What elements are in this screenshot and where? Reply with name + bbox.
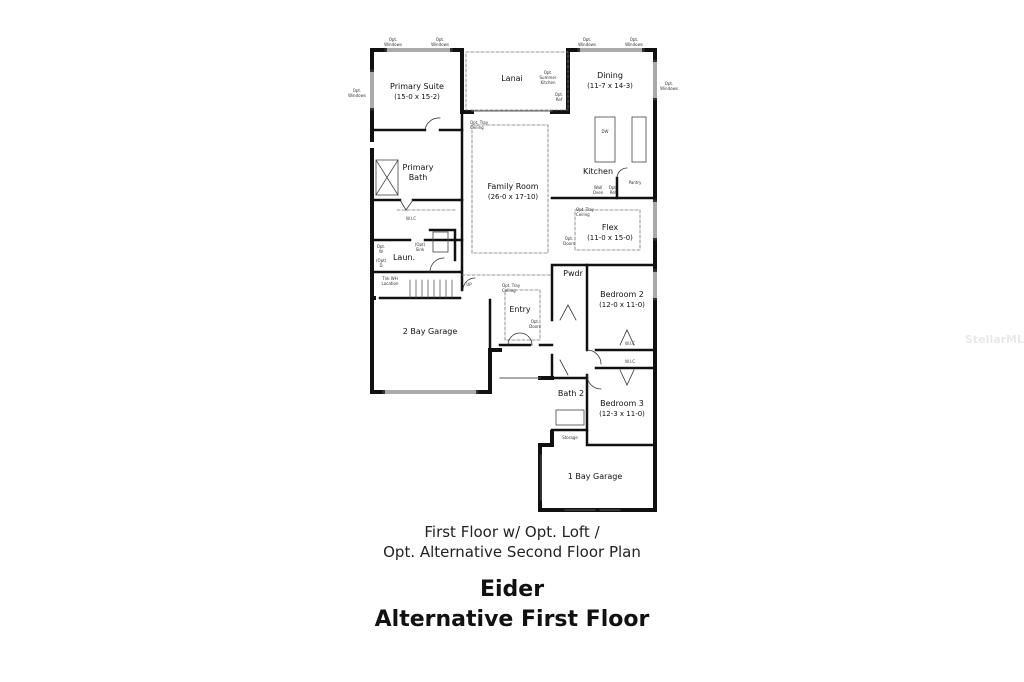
note-wic: W.I.C (624, 359, 635, 364)
room-name: Dining (597, 71, 623, 80)
room-bedroom-3: Bedroom 3 (12-3 x 11-0) (592, 399, 652, 419)
room-name: Bedroom 3 (600, 399, 644, 408)
note-opt-doors: Opt. Doors (563, 236, 575, 246)
note-opt-sink: (Opt) Sink (414, 242, 426, 252)
note-dw: DW (601, 129, 609, 134)
note-opt-summer-kitchen: Opt. Summer Kitchen (539, 70, 557, 85)
room-name: Flex (601, 223, 619, 232)
room-bedroom-2: Bedroom 2 (12-0 x 11-0) (592, 290, 652, 310)
note-tank-water-heater: Tnk WH Location (381, 276, 399, 286)
room-primary-bath: Primary Bath (396, 163, 440, 183)
note-opt-windows: Opt. Windows (431, 37, 449, 47)
room-name: Kitchen (582, 167, 614, 176)
note-opt-windows: Opt. Windows (625, 37, 643, 47)
room-kitchen: Kitchen (580, 167, 616, 177)
note-opt-windows: Opt. Windows (384, 37, 402, 47)
note-opt-doors: Opt. Doors (529, 319, 541, 329)
room-dining: Dining (11-7 x 14-3) (578, 71, 642, 91)
room-name: Bedroom 2 (600, 290, 644, 299)
note-opt-tray-ceiling: Opt. Tray Ceiling (502, 283, 521, 293)
room-powder: Pwdr (560, 269, 586, 279)
room-name: Laun. (392, 253, 416, 262)
room-dims: (15-0 x 15-2) (394, 93, 440, 101)
note-storage: Storage (562, 435, 578, 440)
note-opt-windows: Opt. Windows (578, 37, 596, 47)
room-dims: (12-3 x 11-0) (599, 410, 645, 418)
room-name: Family Room (487, 182, 539, 191)
room-entry: Entry (505, 305, 535, 315)
room-family-room: Family Room (26-0 x 17-10) (478, 182, 548, 202)
note-opt-washer: Opt. W (376, 244, 386, 254)
room-name: 1 Bay Garage (567, 472, 623, 481)
note-pantry: Pantry (628, 180, 642, 185)
room-dims: (12-0 x 11-0) (599, 301, 645, 309)
note-opt-ref: Opt. Ref (608, 185, 618, 195)
note-opt-windows: Opt. Windows (660, 81, 678, 91)
room-flex: Flex (11-0 x 15-0) (580, 223, 640, 243)
note-wall-oven: Wall Oven (592, 185, 604, 195)
room-name: Lanai (501, 74, 523, 83)
room-name: Primary Bath (402, 163, 434, 182)
room-bath-2: Bath 2 (555, 389, 587, 399)
room-dims: (11-7 x 14-3) (587, 82, 633, 90)
note-opt-windows: Opt. Windows (348, 88, 366, 98)
plan-subtitle: Alternative First Floor (374, 607, 650, 632)
room-dims: (26-0 x 17-10) (487, 193, 539, 201)
floor-plan: Primary Suite (15-0 x 15-2) Lanai Dining… (348, 37, 678, 512)
room-dims: (11-0 x 15-0) (587, 234, 633, 242)
watermark: StellarMLS (965, 333, 1024, 346)
caption-line-1: First Floor w/ Opt. Loft / (424, 523, 600, 541)
note-opt-tray-ceiling: Opt. Tray Ceiling (576, 207, 595, 217)
note-wic: W.I.C (405, 216, 416, 221)
plan-title: Eider (479, 577, 545, 602)
room-laundry: Laun. (390, 253, 418, 263)
note-opt-ref: Opt. Ref (554, 92, 564, 102)
note-wic: W.I.C (624, 341, 635, 346)
room-lanai: Lanai (490, 74, 534, 84)
note-stairs-up: UP (466, 282, 472, 287)
room-2-bay-garage: 2 Bay Garage (395, 327, 465, 337)
caption-line-2: Opt. Alternative Second Floor Plan (383, 543, 641, 561)
room-name: 2 Bay Garage (402, 327, 458, 336)
note-opt-dryer: (Opt) D (376, 258, 387, 268)
room-name: Pwdr (563, 269, 583, 278)
room-1-bay-garage: 1 Bay Garage (560, 472, 630, 482)
floor-plan-drawing (370, 48, 657, 512)
note-opt-tray-ceiling: Opt. Tray Ceiling (470, 120, 489, 130)
room-name: Entry (509, 305, 531, 314)
room-name: Primary Suite (390, 82, 444, 91)
room-primary-suite: Primary Suite (15-0 x 15-2) (385, 82, 449, 102)
room-name: Bath 2 (557, 389, 585, 398)
